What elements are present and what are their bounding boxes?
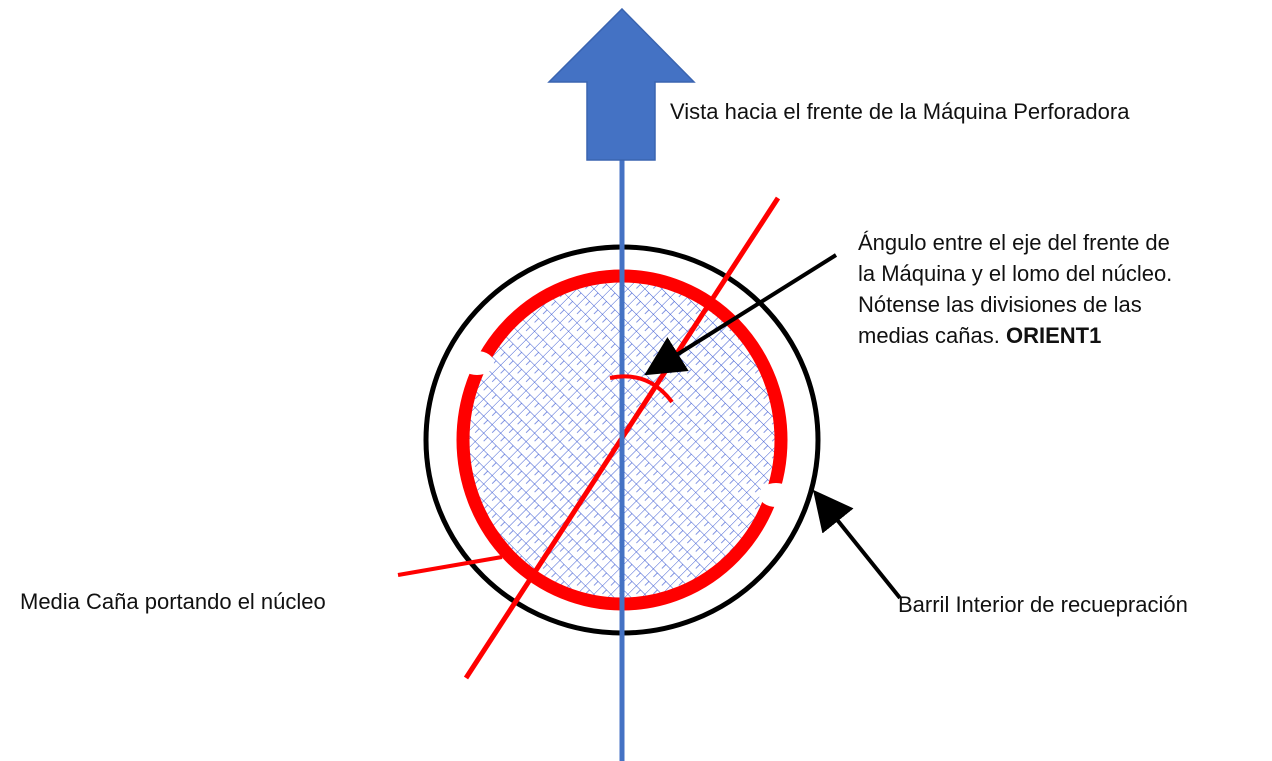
half-shell-division-right xyxy=(759,483,793,507)
orient-code: ORIENT1 xyxy=(1005,323,1102,348)
angle-description-label: Ángulo entre el eje del frente de la Máq… xyxy=(858,227,1172,351)
angle-label-line-4-text: medias cañas. xyxy=(858,323,1006,348)
front-direction-arrow xyxy=(547,7,696,161)
angle-label-line-1: Ángulo entre el eje del frente de xyxy=(858,230,1170,255)
barrel-label: Barril Interior de recuepración xyxy=(898,592,1188,617)
angle-pointer-arrow xyxy=(644,253,838,376)
angle-label-line-2: la Máquina y el lomo del núcleo. xyxy=(858,261,1173,286)
half-core-label: Media Caña portando el núcleo xyxy=(20,589,326,614)
angle-label-line-3: Nótense las divisiones de las xyxy=(858,292,1142,317)
angle-arc xyxy=(609,374,674,404)
angle-label-line-4: medias cañas. ORIENT1 xyxy=(858,320,1172,351)
half-shell-division-left xyxy=(460,351,494,375)
front-view-label: Vista hacia el frente de la Máquina Perf… xyxy=(670,99,1130,124)
barrel-pointer-arrow xyxy=(812,489,902,600)
half-core-pointer xyxy=(397,555,503,577)
